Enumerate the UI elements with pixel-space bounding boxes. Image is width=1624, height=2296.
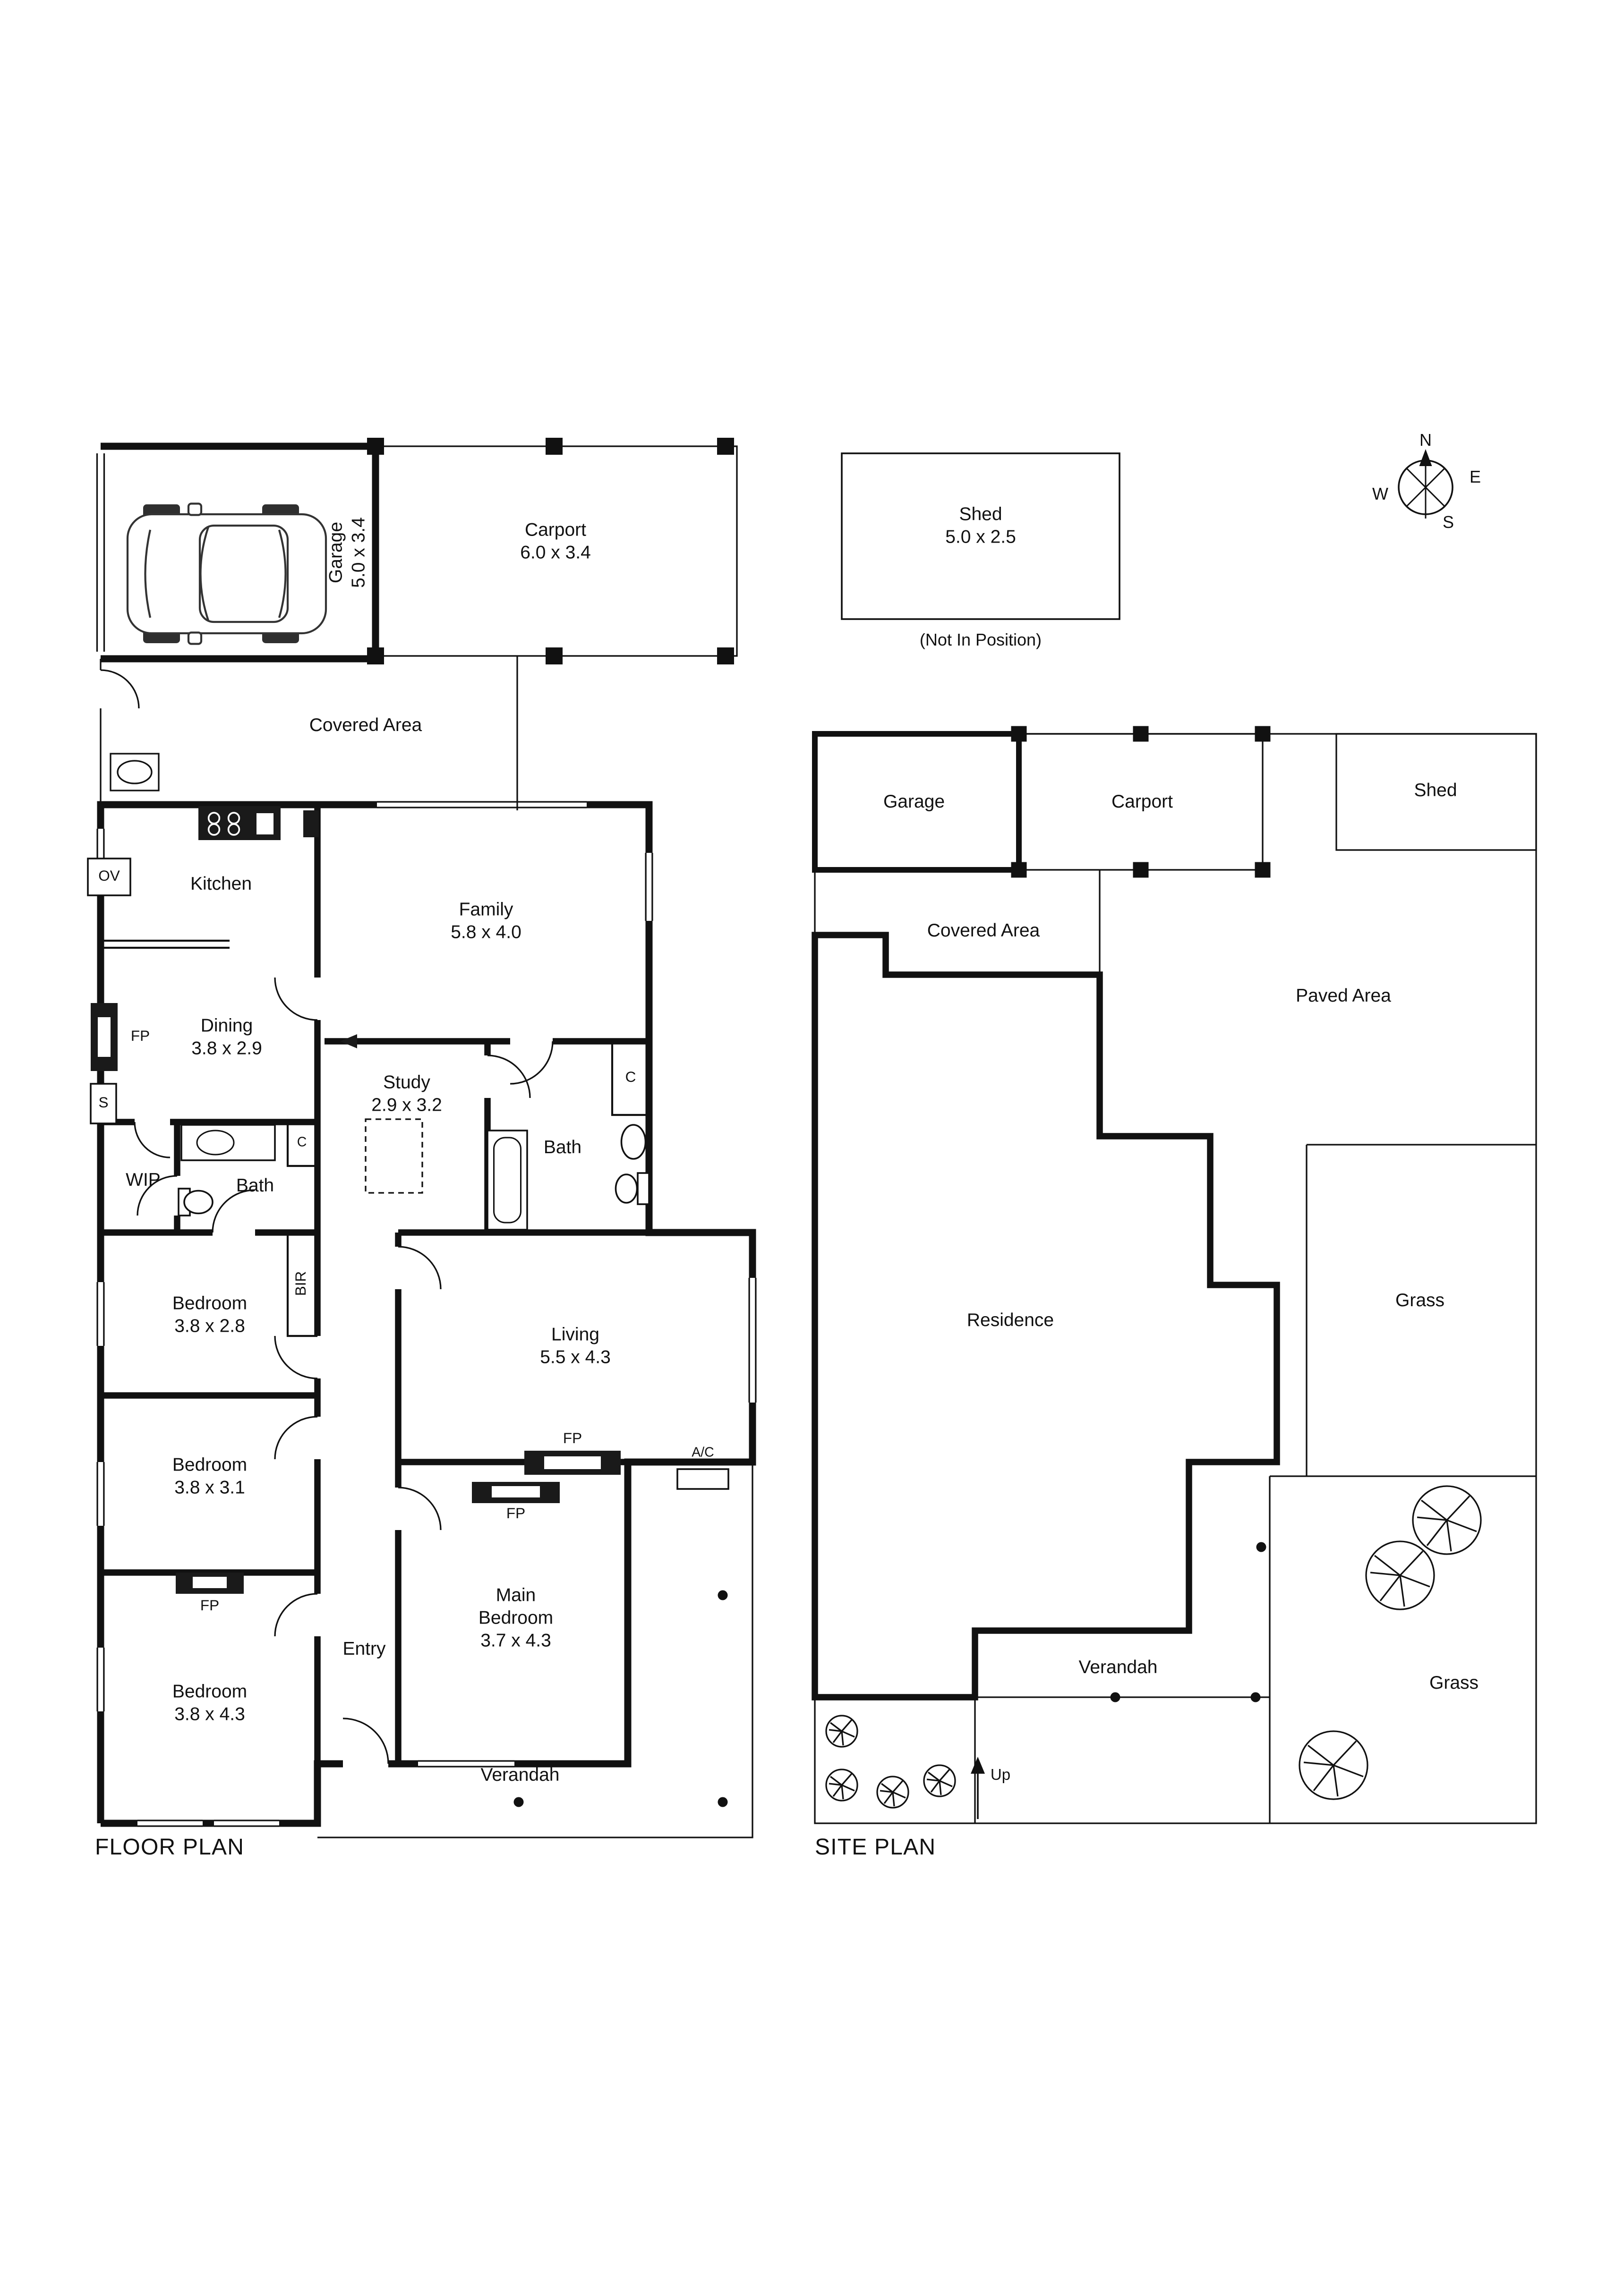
tree-icon: [1365, 1540, 1435, 1610]
tree-icon: [825, 1715, 858, 1748]
marker-fp-main-bedroom: FP: [506, 1505, 526, 1522]
site-yard-lines: [974, 1144, 1536, 1823]
marker-c-hall: C: [297, 1135, 307, 1151]
site-up-arrow-icon: [971, 1757, 985, 1819]
verandah-post-dot: [1110, 1692, 1120, 1702]
room-label-wip: WIP: [126, 1169, 161, 1191]
tree-icon: [1412, 1485, 1482, 1555]
house-exterior-walls: [97, 801, 756, 1827]
tree-icon: [825, 1769, 858, 1802]
verandah-post-dot: [718, 1590, 728, 1600]
oven-box: [87, 858, 131, 896]
verandah-post-dot: [1250, 1692, 1261, 1702]
shed-detail-note: (Not In Position): [919, 630, 1042, 650]
bath-fixtures: [178, 1124, 650, 1231]
site-label-carport: Carport: [1111, 791, 1173, 812]
study-dashed-feature: [365, 1118, 423, 1194]
door-arcs: [100, 669, 554, 1764]
site-label-covered-area: Covered Area: [927, 919, 1040, 941]
verandah-post-dot: [1256, 1542, 1266, 1552]
site-label-grass-2: Grass: [1429, 1672, 1479, 1693]
site-garage-carport: [812, 726, 1271, 878]
stove-icon: [207, 812, 240, 836]
tree-icon: [923, 1764, 956, 1797]
compass-west-label: W: [1372, 484, 1388, 504]
room-label-bath-2: Bath: [543, 1136, 582, 1158]
ac-unit-icon: [676, 1468, 729, 1490]
marker-fp-bedroom-3: FP: [200, 1597, 220, 1615]
room-label-kitchen: Kitchen: [190, 873, 252, 894]
room-label-verandah: Verandah: [480, 1764, 560, 1786]
tree-icon: [1299, 1730, 1368, 1800]
fireplace-icons: [91, 1003, 621, 1594]
compass-south-label: S: [1442, 512, 1454, 533]
marker-ac: A/C: [692, 1445, 714, 1461]
covered-area-lines: [100, 656, 518, 805]
marker-fp-living: FP: [563, 1430, 582, 1447]
toilet-icon: [183, 1190, 214, 1215]
floor-plan-title: FLOOR PLAN: [95, 1836, 245, 1860]
marker-c-bath: C: [625, 1069, 636, 1086]
vanity-icon: [180, 1124, 276, 1161]
verandah-post-dot: [718, 1797, 728, 1807]
room-label-bath-1: Bath: [236, 1174, 274, 1196]
site-label-paved-area: Paved Area: [1296, 985, 1391, 1006]
toilet-icon: [615, 1174, 638, 1204]
site-label-shed: Shed: [1414, 779, 1457, 801]
compass-icon: [1398, 449, 1453, 519]
site-shed-outline: [1335, 733, 1537, 851]
room-label-covered-area: Covered Area: [309, 714, 422, 736]
site-label-garage: Garage: [883, 791, 945, 812]
site-label-residence: Residence: [966, 1309, 1054, 1331]
marker-s: S: [98, 1094, 109, 1112]
site-carport-posts: [1011, 726, 1271, 878]
marker-ov: OV: [98, 867, 120, 885]
arrow-icon: [340, 1034, 357, 1048]
site-label-grass-1: Grass: [1395, 1289, 1445, 1311]
carport-posts: [367, 438, 734, 664]
site-plan-title: SITE PLAN: [815, 1836, 936, 1860]
site-residence-outline: [812, 932, 1280, 1701]
compass-north-label: N: [1419, 430, 1432, 451]
marker-fp-dining: FP: [130, 1028, 150, 1045]
kitchen-fixtures: [87, 806, 319, 896]
misc-floorplan: [90, 1034, 753, 1838]
site-post-dots: [1110, 1542, 1266, 1702]
room-label-entry: Entry: [342, 1638, 386, 1659]
marker-bir: BIR: [292, 1271, 310, 1296]
compass-east-label: E: [1469, 467, 1481, 487]
site-label-verandah: Verandah: [1078, 1656, 1158, 1678]
verandah-post-dot: [513, 1797, 524, 1807]
shed-detail-outline: [841, 452, 1120, 620]
car-icon: [126, 502, 327, 645]
basin-icon: [620, 1124, 647, 1160]
closet-walls: [101, 939, 649, 1337]
tree-icon: [876, 1776, 909, 1809]
carport-outline: [367, 438, 738, 664]
verandah-boundary: [317, 1462, 753, 1838]
site-label-up: Up: [990, 1767, 1011, 1784]
